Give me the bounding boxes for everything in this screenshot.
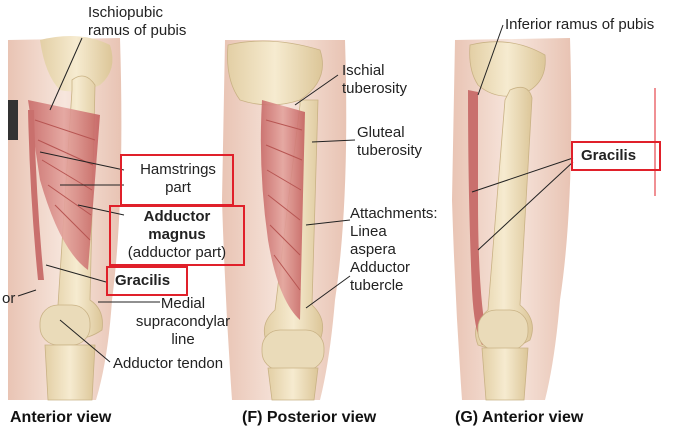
caption-panel-g: (G) Anterior view (455, 409, 584, 426)
label-line: tuberosity (342, 80, 408, 97)
label-ischial-tuberosity: Ischial tuberosity (342, 62, 407, 98)
label-hamstrings-part: Hamstrings part (126, 161, 230, 197)
label-adductor-magnus: Adductor magnus (adductor part) (109, 208, 245, 262)
panel-f-illustration (222, 40, 347, 401)
label-medial-supracondylar-line: Medial supracondylar line (133, 295, 233, 349)
label-inferior-ramus-of-pubis: Inferior ramus of pubis (505, 16, 655, 33)
tibia (267, 367, 319, 401)
label-line: Ischial (342, 62, 385, 79)
panel-e-illustration (8, 36, 122, 401)
label-line: ramus of pubis (88, 22, 187, 39)
label-gluteal-tuberosity: Gluteal tuberosity (357, 124, 422, 160)
highlight-box-adductor-magnus (109, 205, 245, 266)
label-line: supracondylar (135, 313, 231, 330)
label-line: Adductor (350, 259, 411, 276)
gracilis-muscle (468, 90, 488, 345)
highlight-box-gracilis-g (571, 141, 661, 171)
caption-panel-f: (F) Posterior view (242, 409, 377, 426)
knee-patella (477, 309, 529, 351)
label-line: tubercle (350, 277, 404, 294)
highlight-box-gracilis-e (106, 266, 188, 296)
label-line: Gluteal (357, 124, 405, 141)
knee-condyles (261, 329, 325, 371)
label-gracilis-g: Gracilis (581, 147, 637, 164)
label-line: Ischiopubic (88, 4, 164, 21)
tibia (481, 347, 529, 401)
adductor-magnus-muscle (260, 100, 305, 320)
label-line: (adductor part) (127, 244, 227, 261)
label-line: aspera (350, 241, 396, 258)
label-cut-off: or (2, 290, 16, 307)
caption-panel-e: Anterior view (10, 409, 112, 426)
label-gracilis-e: Gracilis (115, 272, 171, 289)
label-line: Hamstrings (140, 161, 216, 178)
label-line: part (165, 179, 191, 196)
label-line: Medial (160, 295, 206, 312)
hip-bone (40, 36, 113, 92)
muscle-fibers (34, 119, 96, 241)
label-line: Attachments: (350, 205, 438, 222)
leader-lines (17, 24, 574, 363)
gracilis-muscle (28, 110, 44, 280)
label-line: Linea (350, 223, 387, 240)
tibia (44, 344, 96, 401)
panel-g-illustration (452, 38, 656, 401)
label-adductor-tendon: Adductor tendon (113, 355, 224, 372)
dark-edge-left (8, 100, 18, 140)
label-attachments: Attachments: Linea aspera Adductor tuber… (350, 205, 438, 295)
label-ischiopubic-ramus: Ischiopubic ramus of pubis (88, 4, 186, 40)
label-line: magnus (148, 226, 206, 243)
label-line: Adductor (143, 208, 211, 225)
label-line: tuberosity (357, 142, 423, 159)
muscle-fibers (265, 119, 303, 291)
label-line: line (171, 331, 195, 348)
